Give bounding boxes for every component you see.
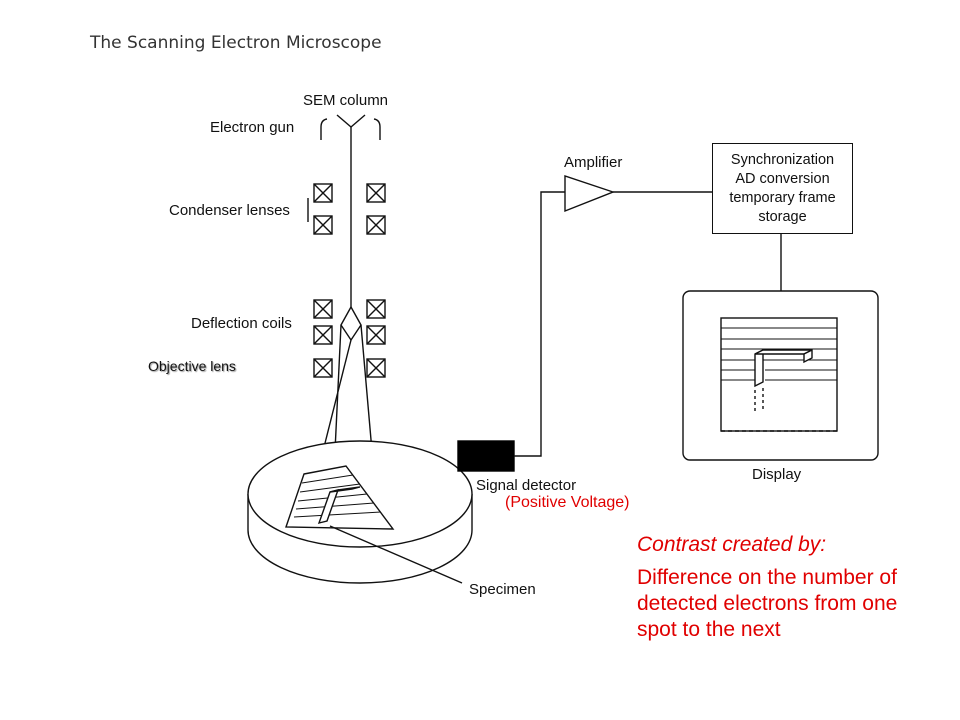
contrast-line: spot to the next	[637, 618, 781, 641]
objective-lens-label: Objective lens	[148, 358, 236, 374]
condenser-lenses-icon	[307, 183, 386, 235]
contrast-line: Difference on the number of	[637, 566, 897, 589]
contrast-body: Difference on the number of detected ele…	[637, 565, 897, 643]
signal-detector-label: Signal detector	[476, 477, 577, 494]
objective-lens-icon	[313, 358, 386, 378]
positive-voltage-label: (Positive Voltage)	[505, 494, 630, 511]
processing-line: storage	[758, 208, 807, 225]
processing-line: temporary frame	[729, 189, 836, 206]
condenser-lenses-label: Condenser lenses	[169, 202, 290, 219]
contrast-heading: Contrast created by:	[637, 533, 827, 556]
page-title: The Scanning Electron Microscope	[90, 33, 382, 53]
processing-line: Synchronization	[730, 151, 835, 168]
specimen-stage	[247, 440, 473, 584]
electron-gun-label: Electron gun	[210, 119, 295, 136]
display-label: Display	[752, 466, 802, 483]
amplifier-label: Amplifier	[564, 154, 623, 171]
processing-box: Synchronization AD conversion temporary …	[712, 143, 853, 234]
specimen-label: Specimen	[469, 581, 536, 598]
display-monitor-icon	[682, 290, 879, 461]
deflection-coils-icon	[313, 299, 386, 345]
amplifier-icon	[564, 175, 712, 213]
signal-detector-icon	[457, 191, 565, 472]
sem-column-label: SEM column	[303, 92, 389, 109]
contrast-line: detected electrons from one	[637, 592, 898, 615]
deflection-coils-label: Deflection coils	[191, 315, 292, 332]
electron-gun-icon	[320, 114, 381, 140]
processing-line: AD conversion	[735, 170, 830, 187]
contrast-note: Contrast created by: Difference on the n…	[637, 533, 897, 643]
